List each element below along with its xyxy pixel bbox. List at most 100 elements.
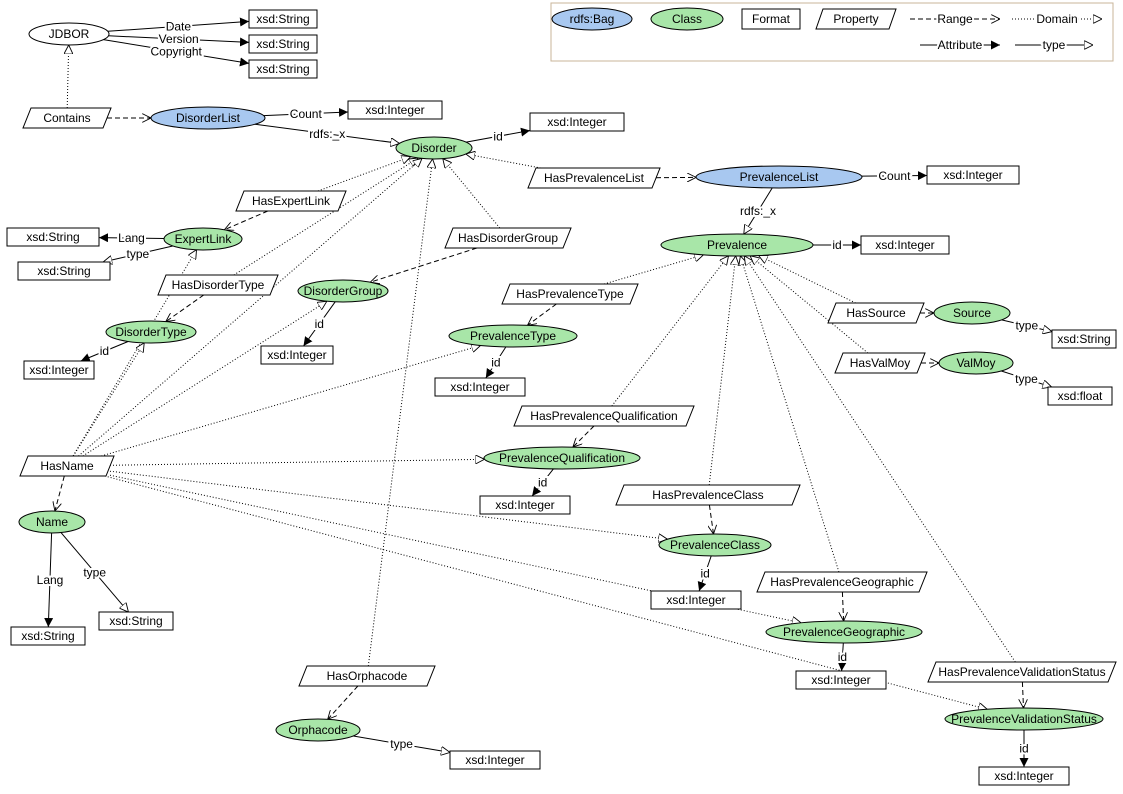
node-label-hasprevval: HasPrevalenceValidationStatus	[938, 665, 1105, 679]
node-shape-s_version	[248, 34, 318, 54]
edge-domain-hasname-disorder	[78, 158, 423, 457]
edge-domain-hasprevtype-prevalence	[603, 255, 703, 285]
node-label-i_ptid: xsd:Integer	[450, 380, 509, 394]
node-shape-s_name2	[98, 611, 174, 631]
edge-label-prevqual-i_pqid: id	[538, 476, 547, 490]
node-f_valmoy: xsd:float	[1047, 386, 1113, 406]
edge-attribute-disordertype-i_dtid	[80, 341, 129, 362]
edge-attribute-jdbor-s_version	[108, 35, 250, 47]
node-label-s_version: xsd:String	[256, 37, 309, 51]
node-label-i_previd: xsd:Integer	[875, 238, 934, 252]
edge-label-prevlist-i_plcount: Count	[878, 169, 911, 183]
node-shape-hasprevval	[927, 661, 1117, 683]
edge-domain-hasname-prevqual	[109, 459, 485, 466]
edge-range-hasprevval-prevval	[1022, 681, 1023, 708]
node-label-prevclass: PrevalenceClass	[670, 538, 760, 552]
edge-domain-hassource-prevalence	[759, 256, 856, 304]
legend-format: Format	[741, 8, 801, 30]
edge-domain-hasprevqual-prevalence	[611, 256, 729, 407]
node-shape-i_ptid	[434, 377, 526, 397]
node-hassource: HasSource	[827, 302, 925, 324]
edge-label-jdbor-s_copy: Copyright	[151, 45, 203, 59]
edge-label-prevtype-i_ptid: id	[491, 356, 500, 370]
edge-attribute-disorderlist-i_dlcount	[263, 107, 349, 117]
node-label-s_el1: xsd:String	[26, 230, 79, 244]
edge-label-prevclass-i_pcid: id	[701, 567, 710, 581]
node-hasname: HasName	[19, 455, 115, 477]
edge-domain-hasdisordertype-disorder	[233, 158, 418, 276]
edges	[44, 17, 1052, 767]
node-label-expertlink: ExpertLink	[175, 232, 233, 246]
node-label-prevval: PrevalenceValidationStatus	[951, 712, 1097, 726]
legend-type-label: type	[1043, 38, 1066, 52]
edge-label-disordergroup-i_dgid: id	[315, 317, 324, 331]
edge-label-prevval-i_pvid: id	[1019, 742, 1028, 756]
node-shape-hasprevgeo	[756, 571, 928, 593]
edge-range-hasdisordergroup-disordergroup	[370, 247, 478, 282]
edge-range-hasprevqual-prevqual	[573, 425, 595, 447]
node-label-prevqual: PrevalenceQualification	[499, 451, 625, 465]
legend-domain: Domain	[1012, 10, 1102, 28]
node-label-i_orpha: xsd:Integer	[465, 753, 524, 767]
node-shape-prevclass	[658, 533, 772, 557]
edge-type-prevlist-prevalence	[744, 187, 773, 234]
node-label-prevlist: PrevalenceList	[740, 170, 819, 184]
node-disorder: Disorder	[395, 136, 473, 160]
edge-range-hasprevgeo-prevgeo	[842, 591, 843, 621]
edge-attribute-prevclass-i_pcid	[697, 555, 712, 592]
edge-domain-contains-jdbor	[67, 45, 69, 109]
edge-label-jdbor-s_date: Date	[166, 19, 192, 33]
edge-label-expertlink-s_el2: type	[127, 247, 150, 261]
node-label-valmoy: ValMoy	[956, 356, 995, 370]
node-label-disordergroup: DisorderGroup	[304, 284, 383, 298]
edge-range-hasname-name	[55, 475, 65, 511]
node-shape-expertlink	[163, 227, 243, 251]
node-i_pvid: xsd:Integer	[978, 766, 1070, 786]
node-shape-hasprevqual	[513, 405, 695, 427]
node-shape-i_pgid	[795, 670, 887, 690]
edge-label-disorderlist-disorder: rdfs:_x	[309, 127, 345, 141]
node-label-i_disid: xsd:Integer	[547, 115, 606, 129]
node-shape-i_dgid	[260, 345, 334, 365]
edge-label-prevlist-prevalence: rdfs:_x	[740, 204, 776, 218]
node-i_dgid: xsd:Integer	[260, 345, 334, 365]
node-s_date: xsd:String	[248, 9, 318, 29]
node-hasprevval: HasPrevalenceValidationStatus	[927, 661, 1117, 683]
legend-bag: rdfs:Bag	[551, 7, 633, 31]
edge-label-orphacode-i_orpha: type	[390, 737, 413, 751]
legend: rdfs:Bag Class Format Property Range Dom…	[550, 2, 1114, 62]
node-hasexpertlink: HasExpertLink	[235, 190, 347, 212]
node-label-hasprevlist: HasPrevalenceList	[544, 171, 645, 185]
node-shape-disordergroup	[297, 279, 389, 303]
node-label-i_dlcount: xsd:Integer	[365, 103, 424, 117]
node-label-hasprevgeo: HasPrevalenceGeographic	[770, 575, 913, 589]
node-i_ptid: xsd:Integer	[434, 377, 526, 397]
node-label-i_pcid: xsd:Integer	[666, 593, 725, 607]
node-valmoy: ValMoy	[938, 351, 1014, 375]
node-hasprevclass: HasPrevalenceClass	[615, 484, 801, 506]
node-shape-i_plcount	[926, 165, 1020, 185]
node-hasvalmoy: HasValMoy	[834, 352, 926, 374]
legend-type: type	[1015, 36, 1093, 54]
node-shape-i_pqid	[479, 495, 571, 515]
node-shape-hassource	[827, 302, 925, 324]
node-shape-orphacode	[275, 718, 361, 742]
node-shape-f_valmoy	[1047, 386, 1113, 406]
node-jdbor: JDBOR	[28, 22, 110, 46]
edge-range-hasprevclass-prevclass	[709, 504, 713, 534]
node-shape-source	[933, 301, 1011, 325]
edge-type-name-s_name2	[60, 532, 128, 612]
node-prevval: PrevalenceValidationStatus	[944, 707, 1104, 731]
edge-domain-hasprevval-prevalence	[744, 256, 1016, 663]
node-label-hasexpertlink: HasExpertLink	[252, 194, 331, 208]
node-shape-prevlist	[695, 165, 863, 189]
node-prevgeo: PrevalenceGeographic	[765, 620, 923, 644]
node-shape-i_previd	[860, 235, 950, 255]
legend-attribute: Attribute	[920, 36, 1000, 54]
node-orphacode: Orphacode	[275, 718, 361, 742]
node-shape-hasdisordertype	[157, 274, 279, 296]
node-shape-hasexpertlink	[235, 190, 347, 212]
node-shape-hasprevlist	[527, 167, 661, 189]
